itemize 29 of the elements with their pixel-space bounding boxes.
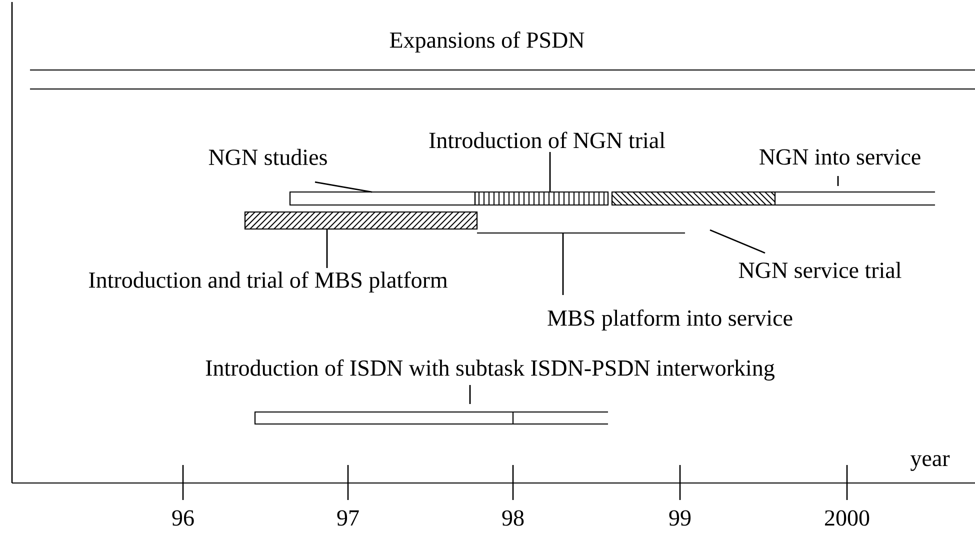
title: Expansions of PSDN — [390, 31, 584, 53]
leader-line — [562, 233, 564, 295]
bar-label: NGN into service — [760, 149, 920, 165]
timeline-bar — [474, 191, 609, 206]
axis-label: year — [910, 455, 950, 471]
leader-line — [549, 152, 551, 192]
bar-label: NGN service trial — [738, 262, 902, 278]
leader-line — [326, 229, 328, 268]
timeline-bar — [477, 232, 685, 234]
tick-label: 2000 — [825, 510, 870, 526]
timeline-bar — [611, 191, 776, 206]
tick-label: 98 — [502, 510, 524, 526]
timeline-bar — [244, 211, 478, 230]
tick-label: 97 — [337, 510, 359, 526]
bar-label: Introduction of NGN trial — [429, 132, 666, 148]
timeline-bar — [254, 411, 514, 425]
tick-label: 96 — [172, 510, 194, 526]
leader-line — [710, 229, 766, 254]
leader-line — [837, 176, 839, 186]
bar-label: NGN studies — [208, 148, 327, 166]
leader-line — [314, 181, 372, 193]
leader-line — [469, 385, 471, 404]
tick-label: 99 — [669, 510, 691, 526]
bar-label: Introduction of ISDN with subtask ISDN-PSDN interworking — [206, 359, 774, 381]
bar-label: MBS platform into service — [548, 309, 792, 331]
timeline-bar — [775, 191, 935, 206]
timeline-bar — [289, 191, 476, 206]
bar-label: Introduction and trial of MBS platform — [89, 271, 448, 293]
timeline-bar — [513, 411, 608, 425]
